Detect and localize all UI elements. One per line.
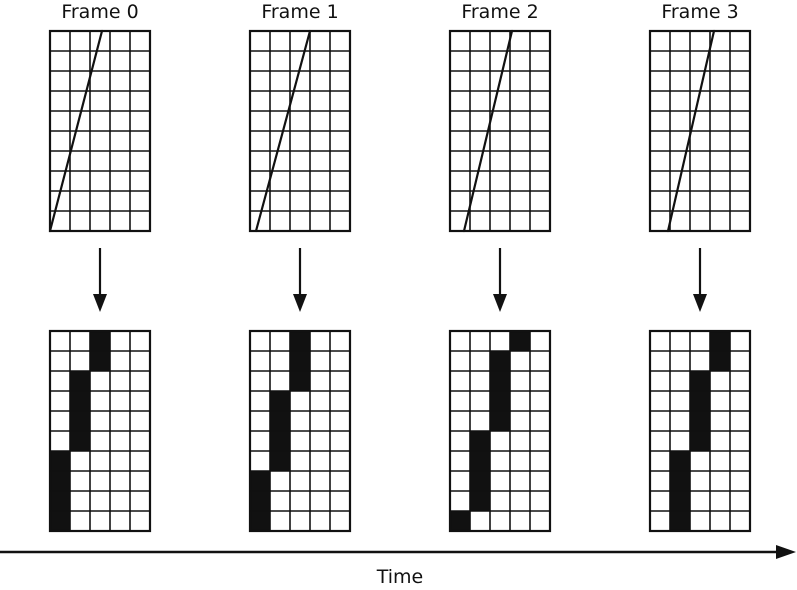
frame-0: Frame 0 (48, 1, 152, 533)
filled-pixel (670, 471, 690, 491)
filled-pixel (670, 451, 690, 471)
filled-pixel (250, 491, 270, 511)
filled-pixel (670, 491, 690, 511)
filled-pixel (710, 351, 730, 371)
down-arrow-head (493, 294, 507, 312)
filled-pixel (270, 391, 290, 411)
filled-pixel (490, 411, 510, 431)
filled-pixel (50, 471, 70, 491)
slanted-line (48, 29, 104, 233)
filled-pixel (690, 371, 710, 391)
filled-pixel (470, 451, 490, 471)
down-arrow-head (293, 294, 307, 312)
frame-1: Frame 1 (248, 1, 352, 533)
frame-2: Frame 2 (448, 1, 552, 533)
filled-pixel (70, 391, 90, 411)
filled-pixel (290, 331, 310, 351)
filled-pixel (490, 391, 510, 411)
frame-3: Frame 3 (648, 1, 752, 533)
filled-pixel (50, 491, 70, 511)
filled-pixel (50, 451, 70, 471)
filled-pixel (70, 431, 90, 451)
filled-pixel (450, 511, 470, 531)
filled-pixel (710, 331, 730, 351)
down-arrow-head (93, 294, 107, 312)
down-arrow-head (693, 294, 707, 312)
frame-label: Frame 2 (461, 1, 538, 23)
filled-pixel (50, 511, 70, 531)
filled-pixel (290, 371, 310, 391)
slanted-line (462, 29, 514, 233)
filled-pixel (290, 351, 310, 371)
filled-pixel (70, 371, 90, 391)
filled-pixel (270, 411, 290, 431)
filled-pixel (690, 431, 710, 451)
frame-label: Frame 1 (261, 1, 338, 23)
filled-pixel (490, 351, 510, 371)
filled-pixel (90, 351, 110, 371)
time-label: Time (376, 566, 424, 585)
frames-group: Frame 0 Frame 1 Frame 2 Frame 3 (48, 1, 752, 533)
filled-pixel (670, 511, 690, 531)
filled-pixel (510, 331, 530, 351)
slanted-line (666, 29, 716, 233)
filled-pixel (270, 431, 290, 451)
filled-pixel (490, 371, 510, 391)
filled-pixel (250, 511, 270, 531)
filled-pixel (90, 331, 110, 351)
filled-pixel (250, 471, 270, 491)
slanted-line (254, 29, 312, 233)
time-arrowhead (776, 545, 796, 559)
filled-pixel (690, 411, 710, 431)
filled-pixel (70, 411, 90, 431)
filled-pixel (270, 451, 290, 471)
filled-pixel (470, 491, 490, 511)
filled-pixel (470, 431, 490, 451)
filled-pixel (690, 391, 710, 411)
frame-label: Frame 0 (61, 1, 138, 23)
time-axis: Time (0, 545, 796, 588)
filled-pixel (470, 471, 490, 491)
frame-label: Frame 3 (661, 1, 738, 23)
